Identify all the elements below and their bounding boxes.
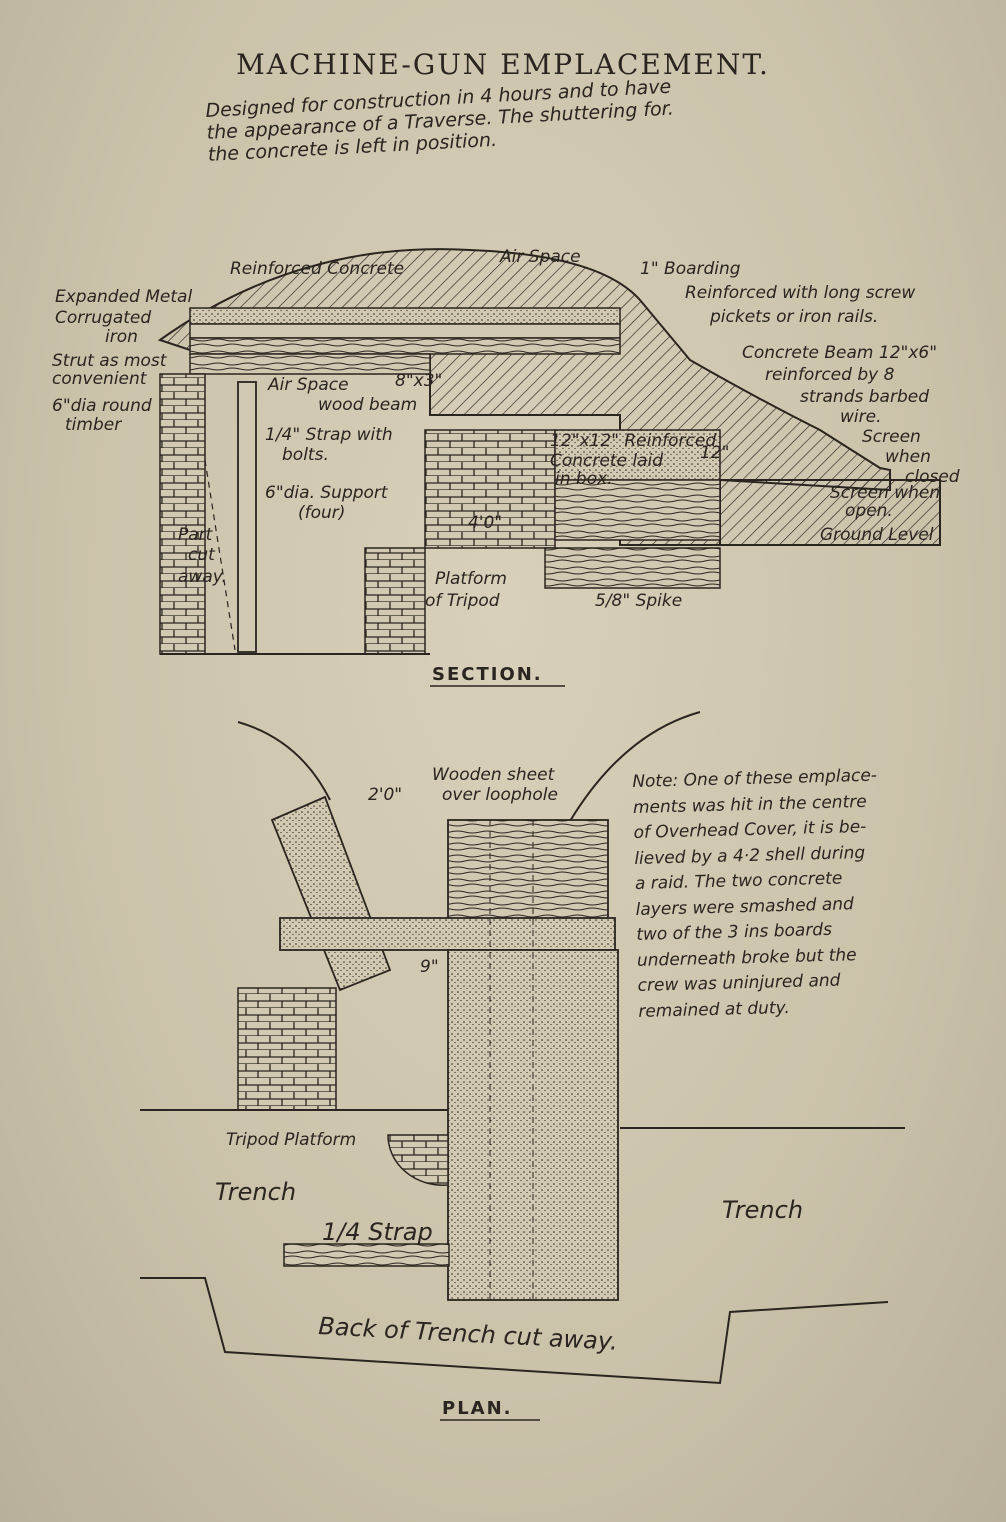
label-tripod-platform: Tripod Platform — [226, 1130, 356, 1150]
label-bolts: bolts. — [282, 445, 329, 465]
wooden-sheet — [447, 819, 609, 921]
concrete-box — [554, 429, 721, 481]
plan-brick-wall — [237, 987, 337, 1111]
label-concrete-beam: Concrete Beam 12"x6" — [742, 343, 937, 363]
label-over-loophole: over loophole — [442, 785, 558, 805]
label-spike: 5/8" Spike — [595, 591, 682, 611]
label-dia-round: 6"dia round — [52, 396, 152, 416]
label-expanded-metal: Expanded Metal — [55, 287, 192, 307]
label-platform: Platform — [435, 569, 507, 589]
label-dim-9: 9" — [420, 957, 439, 977]
left-arc — [237, 721, 331, 801]
label-pickets: pickets or iron rails. — [709, 307, 878, 327]
label-concrete-laid: Concrete laid — [550, 451, 663, 471]
label-wire: wire. — [840, 407, 881, 427]
label-four: (four) — [298, 503, 345, 523]
label-trench-right: Trench — [722, 1196, 803, 1224]
central-brick-block — [424, 429, 556, 549]
label-strut: Strut as most — [52, 351, 168, 371]
label-air-space-mid: Air Space — [267, 375, 349, 395]
label-wood-beam: wood beam — [318, 395, 417, 415]
label-dim-40: 4'0" — [468, 513, 502, 533]
label-strands: strands barbed — [800, 387, 929, 407]
label-back-of-trench: Back of Trench cut away. — [318, 1312, 619, 1356]
plan-drawing: 2'0" Wooden sheet over loophole 9" Tripo… — [140, 711, 905, 1421]
label-reinforced-with: Reinforced with long screw — [685, 283, 915, 303]
label-plan-strap: 1/4 Strap — [322, 1218, 433, 1246]
label-part: Part — [178, 525, 214, 545]
label-of-tripod: of Tripod — [425, 591, 500, 611]
label-boarding: 1" Boarding — [640, 259, 741, 279]
label-ground-level: Ground Level — [820, 525, 934, 545]
strap-bar — [283, 1243, 450, 1267]
lower-box — [554, 479, 721, 541]
label-timber: timber — [65, 415, 122, 435]
label-corrugated: Corrugated — [55, 308, 151, 328]
plan-tripod-platform — [387, 1134, 449, 1186]
roof-layer-boarding — [189, 337, 621, 355]
label-wooden-sheet: Wooden sheet — [432, 765, 556, 785]
label-wood-beam-size: 8"x3" — [395, 371, 442, 391]
label-in-box: in box. — [555, 469, 613, 489]
label-support: 6"dia. Support — [265, 483, 389, 503]
roof-layer-concrete — [189, 307, 621, 325]
label-dim-20: 2'0" — [368, 785, 402, 805]
label-away: away. — [178, 567, 227, 587]
label-reinforced-concrete: Reinforced Concrete — [230, 259, 404, 279]
label-screen-open-1: Screen when — [830, 483, 940, 503]
label-cut: cut — [188, 545, 216, 565]
left-brick-wall — [159, 373, 206, 655]
label-strap: 1/4" Strap with — [265, 425, 393, 445]
label-box-12: 12" — [700, 443, 729, 463]
page-title: MACHINE-GUN EMPLACEMENT. — [236, 48, 770, 81]
plan-note: Note: One of these emplace- ments was hi… — [632, 761, 979, 1025]
label-air-space-top: Air Space — [499, 247, 581, 267]
label-screen-closed-1: Screen — [862, 427, 921, 447]
label-screen-closed-3: closed — [905, 467, 960, 487]
tripod-platform — [364, 547, 426, 655]
label-screen-closed-2: when — [885, 447, 931, 467]
spike-block — [544, 547, 721, 589]
roof-layer-beam — [189, 353, 431, 375]
label-reinforced-by: reinforced by 8 — [765, 365, 895, 385]
label-convenient: convenient — [52, 369, 148, 389]
section-caption: SECTION. — [432, 664, 543, 685]
vertical-column — [447, 949, 619, 1301]
label-screen-open-2: open. — [845, 501, 893, 521]
section-drawing: Reinforced Concrete Air Space 1" Boardin… — [52, 247, 960, 687]
label-box-dims: 12"x12" Reinforced — [550, 431, 716, 451]
plan-caption: PLAN. — [442, 1398, 513, 1419]
horizontal-beam — [279, 917, 616, 951]
angled-block — [270, 795, 392, 992]
label-trench-left: Trench — [215, 1178, 296, 1206]
roof-layer-airspace — [189, 323, 621, 339]
label-iron: iron — [105, 327, 138, 347]
support-post — [237, 381, 257, 653]
